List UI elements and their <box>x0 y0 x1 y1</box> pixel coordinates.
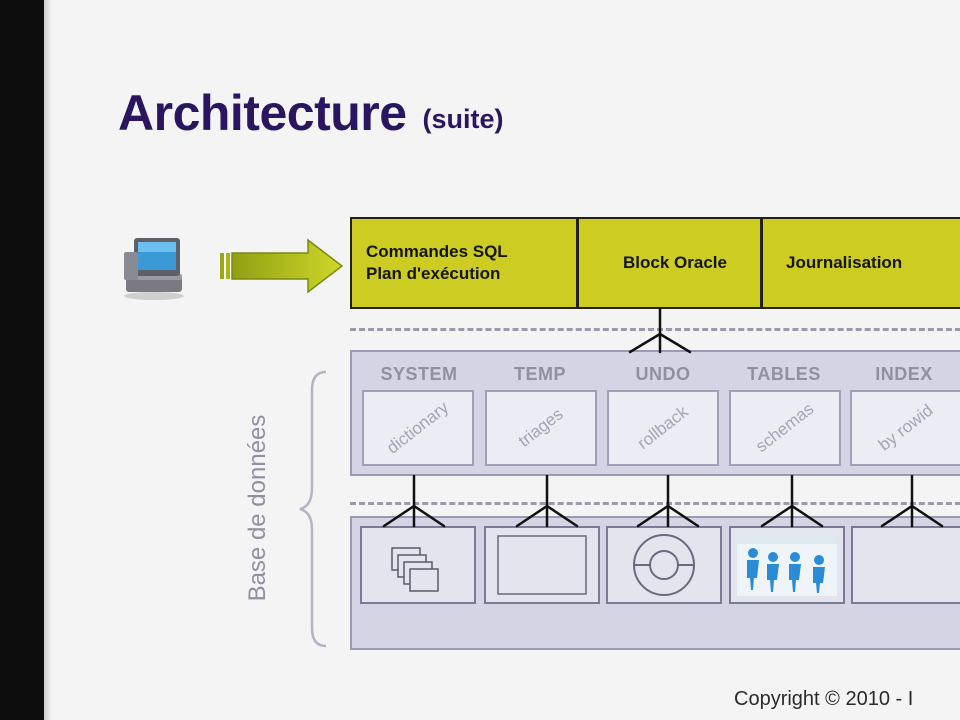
execution-plan-label: Plan d'exécution <box>366 264 501 283</box>
bar-divider <box>576 219 579 307</box>
dashed-separator <box>350 502 960 505</box>
blank-square-icon <box>497 535 587 595</box>
tablespace-content: dictionary <box>383 397 453 458</box>
journalisation-label: Journalisation <box>786 253 903 272</box>
desktop-computer-icon <box>124 238 184 300</box>
dashed-separator <box>350 328 960 331</box>
datafile-card <box>360 526 476 604</box>
datafile-card <box>606 526 722 604</box>
tablespace-content: rollback <box>633 402 692 454</box>
stacked-pages-icon <box>391 547 439 592</box>
tablespace-content: by rowid <box>874 400 937 455</box>
tablespace-name: SYSTEM <box>380 364 458 384</box>
people-icon <box>737 534 837 596</box>
tablespace-card: dictionary <box>362 390 474 466</box>
curly-brace-icon <box>299 370 327 648</box>
right-arrow-icon <box>220 238 344 294</box>
datafile-card <box>484 526 600 604</box>
tablespace-name: TEMP <box>513 364 566 384</box>
sql-cell: Commandes SQL Plan d'exécution <box>366 219 578 307</box>
slide-edge-shadow <box>44 0 52 720</box>
copyright-text: Copyright © 2010 - I <box>734 688 914 710</box>
circular-ring-icon <box>633 534 695 596</box>
left-black-margin <box>0 0 44 720</box>
tablespace-name: INDEX <box>875 364 933 384</box>
journal-cell: Journalisation <box>786 219 960 307</box>
bar-divider <box>760 219 763 307</box>
tablespace-name: UNDO <box>635 364 691 384</box>
title-main: Architecture <box>118 85 407 141</box>
datafile-card <box>851 526 960 604</box>
tablespace-name: TABLES <box>747 364 821 384</box>
title-subtitle: (suite) <box>422 104 504 134</box>
database-side-label: Base de données <box>244 414 271 602</box>
tablespace-card: triages <box>485 390 597 466</box>
tablespace-content: triages <box>514 404 567 451</box>
block-cell: Block Oracle <box>593 219 757 307</box>
block-oracle-label: Block Oracle <box>623 253 727 272</box>
tablespace-card: by rowid <box>850 390 960 466</box>
tablespace-card: schemas <box>729 390 841 466</box>
tablespace-content: schemas <box>752 399 818 457</box>
sga-bar: Commandes SQL Plan d'exécution Block Ora… <box>350 217 960 309</box>
empty-icon <box>853 528 960 602</box>
sql-commands-label: Commandes SQL <box>366 242 508 261</box>
tablespace-card: rollback <box>607 390 719 466</box>
slide-title: Architecture (suite) <box>118 84 504 142</box>
datafile-card <box>729 526 845 604</box>
